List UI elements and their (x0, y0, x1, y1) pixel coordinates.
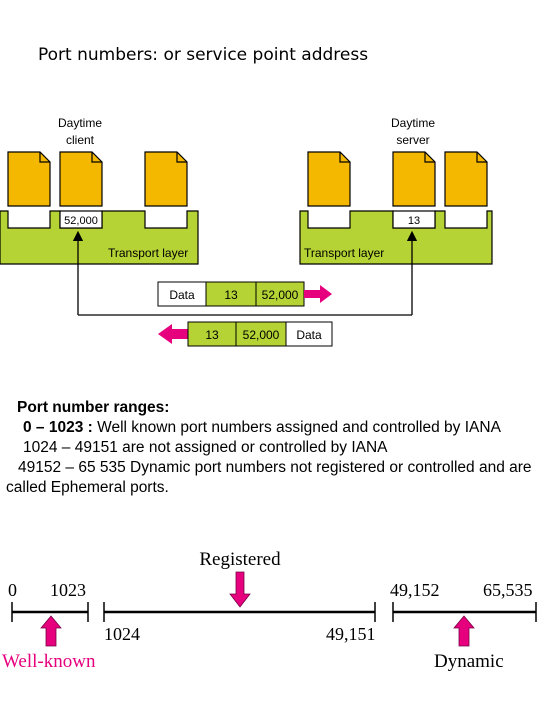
dynamic-range-bar (392, 602, 537, 622)
range-well-known: 0 – 1023 : Well known port numbers assig… (23, 419, 501, 436)
server-label-line1: Daytime (391, 116, 435, 130)
client-label-line2: client (66, 133, 95, 147)
server-label-line2: server (396, 133, 429, 147)
ranges-heading: Port number ranges: (17, 399, 170, 416)
tick-1024: 1024 (104, 624, 140, 644)
server-process-doc-3 (444, 151, 488, 207)
packet-outgoing-arrow-icon (304, 285, 332, 303)
packet-back-data: Data (296, 328, 322, 342)
packet-back-dst-port: 13 (205, 328, 219, 342)
registered-range-bar (103, 602, 376, 622)
page-title: Port numbers: or service point address (38, 45, 369, 65)
packet-out-data: Data (169, 288, 195, 302)
packet-out-dst-port: 13 (224, 288, 238, 302)
tick-49152: 49,152 (390, 580, 440, 600)
port-ranges-text: Port number ranges: 0 – 1023 : Well know… (6, 398, 536, 498)
server-transport-label: Transport layer (304, 246, 384, 260)
well-known-label: Well-known (2, 651, 96, 672)
client-process-doc-2 (59, 151, 103, 207)
range-dynamic: 49152 – 65 535 Dynamic port numbers not … (6, 459, 532, 496)
well-known-arrow-icon (40, 615, 62, 647)
registered-arrow-icon (229, 571, 251, 608)
packet-outgoing (157, 281, 332, 307)
client-process-doc-3 (144, 151, 188, 207)
well-known-range-bar (11, 602, 89, 622)
client-port-label: 52,000 (64, 215, 98, 227)
server-transport-layer (299, 210, 493, 265)
tick-65535: 65,535 (483, 580, 533, 600)
server-process-doc-1 (307, 151, 351, 207)
client-process-doc-1 (7, 151, 51, 207)
tick-0: 0 (8, 580, 17, 600)
dynamic-label: Dynamic (434, 651, 504, 672)
packet-return (158, 321, 333, 347)
client-transport-label: Transport layer (108, 246, 188, 260)
packet-return-arrow-icon (158, 324, 188, 344)
server-port-label: 13 (408, 215, 420, 227)
dynamic-arrow-icon (453, 615, 475, 647)
tick-1023: 1023 (50, 580, 86, 600)
tick-49151: 49,151 (326, 624, 376, 644)
server-process-doc-2 (392, 151, 436, 207)
client-label-line1: Daytime (58, 116, 102, 130)
registered-label: Registered (199, 549, 281, 570)
packet-back-src-port: 52,000 (243, 328, 280, 342)
range-registered: 1024 – 49151 are not assigned or control… (23, 439, 388, 456)
client-transport-layer (0, 210, 199, 265)
packet-out-src-port: 52,000 (262, 288, 299, 302)
